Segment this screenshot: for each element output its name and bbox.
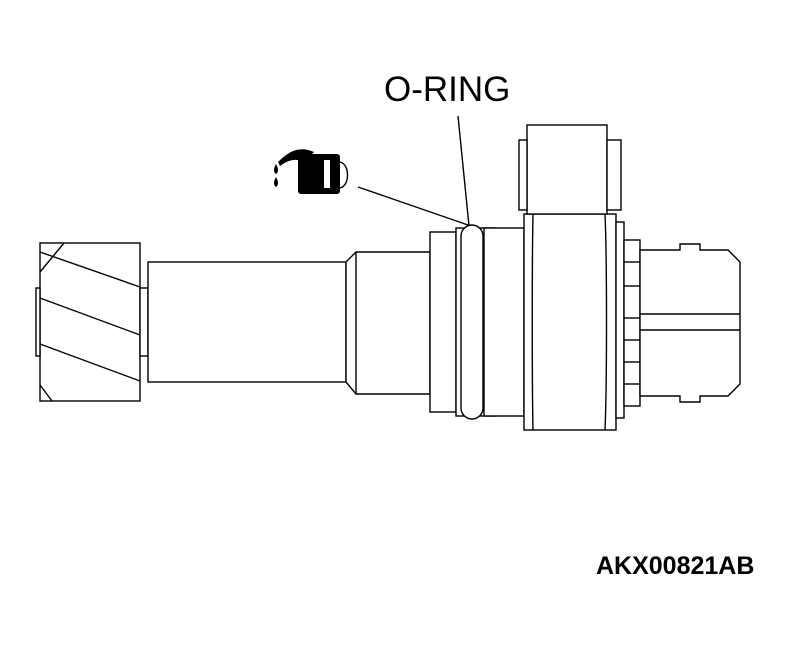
connector (623, 239, 741, 407)
o-ring-label: O-RING (384, 70, 511, 109)
o-ring (455, 224, 525, 420)
lubricant-leader-line (357, 186, 469, 226)
figure-code: AKX00821AB (596, 552, 755, 580)
o-ring-leader-line (457, 115, 470, 227)
oil-can-icon (274, 149, 349, 194)
shaft (147, 251, 431, 395)
driven-gear (35, 242, 149, 402)
flange (429, 231, 457, 413)
sleeve-housing (518, 124, 625, 431)
